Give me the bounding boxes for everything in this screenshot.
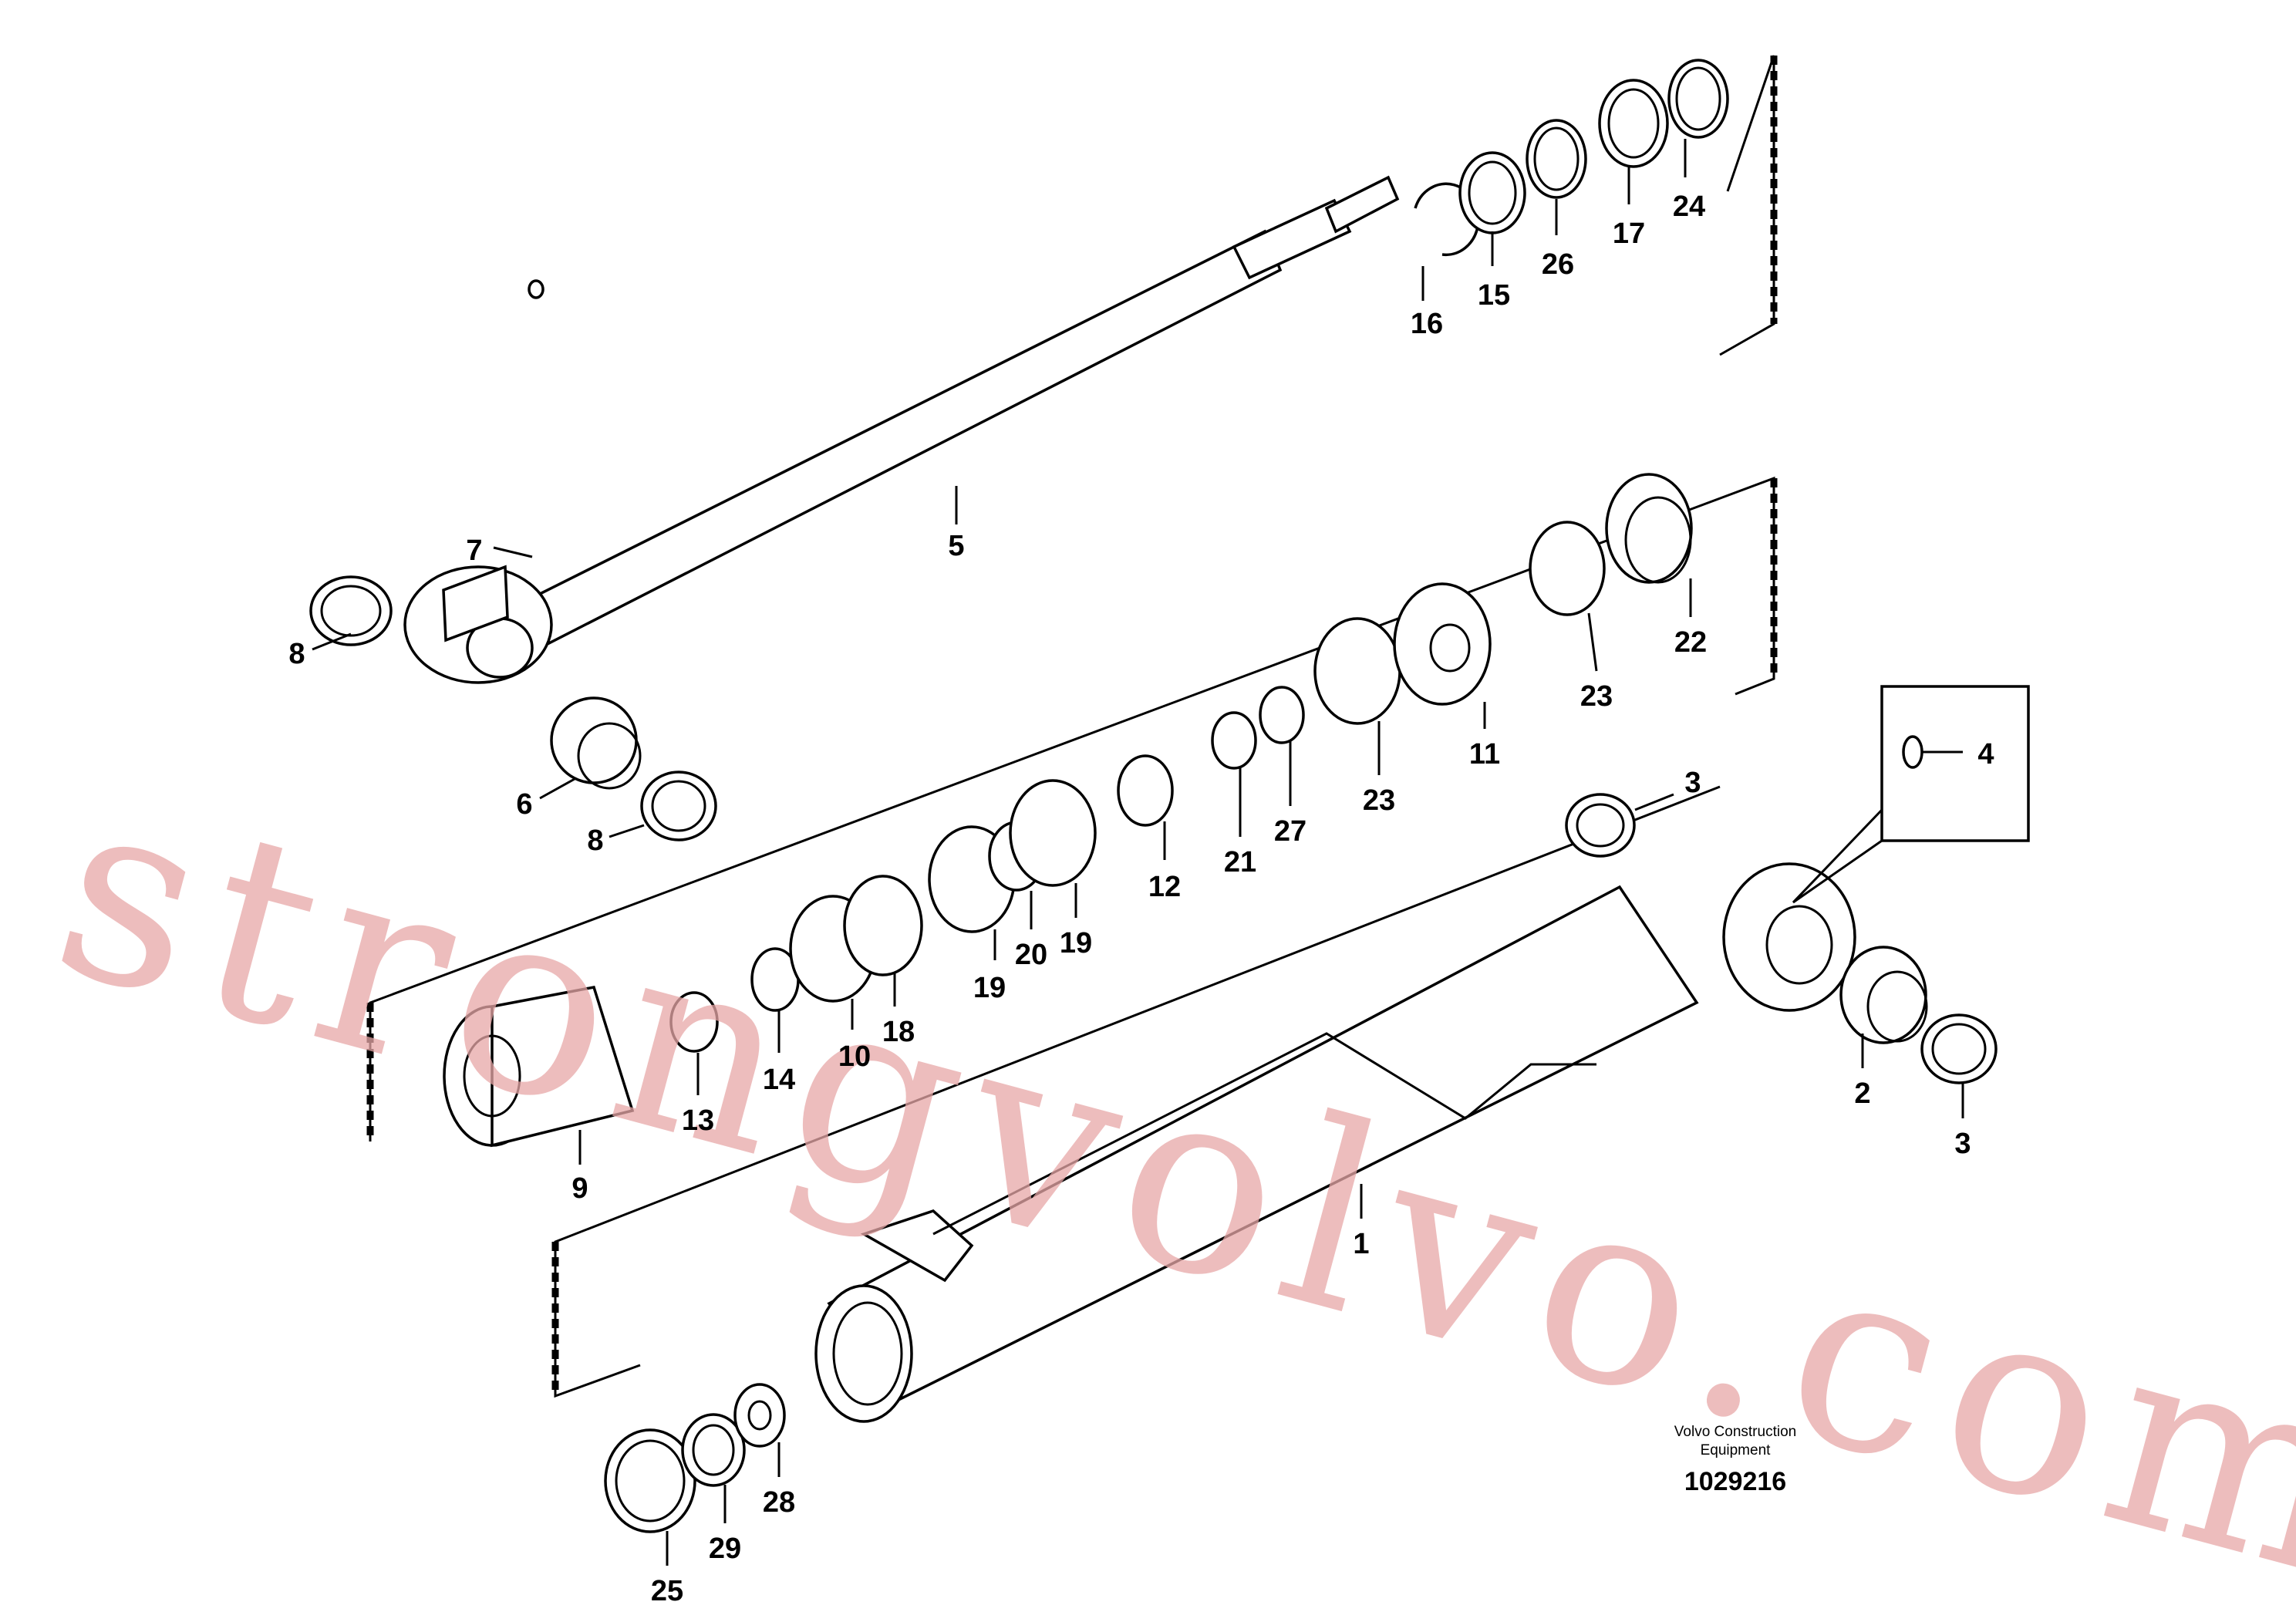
callout-23-lower[interactable]: 23 <box>1363 784 1395 817</box>
part-21[interactable] <box>1211 711 1257 770</box>
rod-shoulder <box>1232 198 1352 280</box>
part-7[interactable] <box>528 279 544 299</box>
cylinder-head-body <box>491 985 635 1148</box>
detail-pointer <box>1792 808 1883 904</box>
callout-16[interactable]: 16 <box>1411 308 1443 340</box>
piston-rod-group <box>309 55 1778 841</box>
part-4-grease-nipple[interactable] <box>1902 735 1923 769</box>
drawing-footer: Volvo Construction Equipment 1029216 <box>1674 1424 1796 1496</box>
part-11-piston[interactable] <box>1393 582 1492 706</box>
part-2-bushing[interactable] <box>1839 946 1927 1044</box>
part-23-a[interactable] <box>1313 617 1401 725</box>
callout-3-lower[interactable]: 3 <box>1954 1128 1971 1160</box>
callout-8-lower[interactable]: 8 <box>587 824 603 857</box>
callout-14[interactable]: 14 <box>763 1064 795 1096</box>
grease-block <box>442 565 509 642</box>
rod-neck <box>1324 175 1400 234</box>
piston-rod[interactable] <box>522 229 1283 650</box>
watermark-text: strongvolvo.com <box>31 736 2296 1622</box>
leader-lines <box>312 139 1964 1566</box>
callout-10[interactable]: 10 <box>838 1040 871 1073</box>
callout-23-upper[interactable]: 23 <box>1580 680 1613 713</box>
part-27[interactable] <box>1259 686 1305 744</box>
callout-21[interactable]: 21 <box>1224 846 1256 878</box>
callout-8-upper[interactable]: 8 <box>288 638 305 670</box>
callout-labels: 5 7 8 6 8 16 15 26 17 24 9 13 14 10 18 1… <box>288 191 1994 1607</box>
tube-mouth <box>814 1284 913 1423</box>
drawing-number: 1029216 <box>1684 1467 1786 1496</box>
piston-group <box>366 473 1778 1148</box>
detail-box <box>1880 685 2030 842</box>
part-19-b[interactable] <box>1009 779 1097 887</box>
callout-27[interactable]: 27 <box>1274 815 1306 848</box>
tube-eye[interactable] <box>1722 862 1856 1012</box>
callout-3-upper[interactable]: 3 <box>1684 767 1701 799</box>
callout-9[interactable]: 9 <box>571 1172 588 1205</box>
callout-5[interactable]: 5 <box>948 530 964 562</box>
part-23-b[interactable] <box>1529 521 1606 616</box>
callout-19-left[interactable]: 19 <box>973 972 1006 1004</box>
callout-26[interactable]: 26 <box>1542 248 1574 281</box>
part-6-bushing[interactable] <box>550 696 638 784</box>
callout-13[interactable]: 13 <box>682 1104 714 1137</box>
part-24[interactable] <box>1667 59 1729 139</box>
callout-20[interactable]: 20 <box>1015 939 1047 971</box>
callout-19-right[interactable]: 19 <box>1060 927 1092 959</box>
callout-24[interactable]: 24 <box>1673 191 1705 223</box>
footer-equipment: Equipment <box>1701 1442 1772 1458</box>
part-25[interactable] <box>604 1428 696 1533</box>
cylinder-tube-group <box>551 685 2030 1533</box>
callout-12[interactable]: 12 <box>1148 871 1181 903</box>
part-28-nut[interactable] <box>733 1383 786 1448</box>
part-13[interactable] <box>669 991 719 1053</box>
callout-1[interactable]: 1 <box>1353 1228 1369 1260</box>
part-26[interactable] <box>1526 119 1587 199</box>
group-frame-rod <box>1719 55 1775 356</box>
callout-22[interactable]: 22 <box>1674 626 1707 659</box>
part-17[interactable] <box>1598 79 1669 168</box>
part-18[interactable] <box>843 875 923 976</box>
part-22[interactable] <box>1605 473 1693 584</box>
callout-28[interactable]: 28 <box>763 1486 795 1519</box>
callout-29[interactable]: 29 <box>709 1533 741 1565</box>
part-12-nut[interactable] <box>1117 754 1174 827</box>
callout-6[interactable]: 6 <box>516 788 532 821</box>
callout-7[interactable]: 7 <box>466 534 482 567</box>
callout-15[interactable]: 15 <box>1478 279 1510 312</box>
callout-4[interactable]: 4 <box>1977 738 1994 771</box>
callout-2[interactable]: 2 <box>1854 1077 1870 1110</box>
footer-company: Volvo Construction <box>1674 1424 1796 1440</box>
callout-11[interactable]: 11 <box>1469 738 1500 771</box>
callout-17[interactable]: 17 <box>1613 218 1645 250</box>
callout-25[interactable]: 25 <box>651 1575 683 1607</box>
callout-18[interactable]: 18 <box>882 1016 915 1048</box>
pipe-line <box>932 1032 1596 1236</box>
